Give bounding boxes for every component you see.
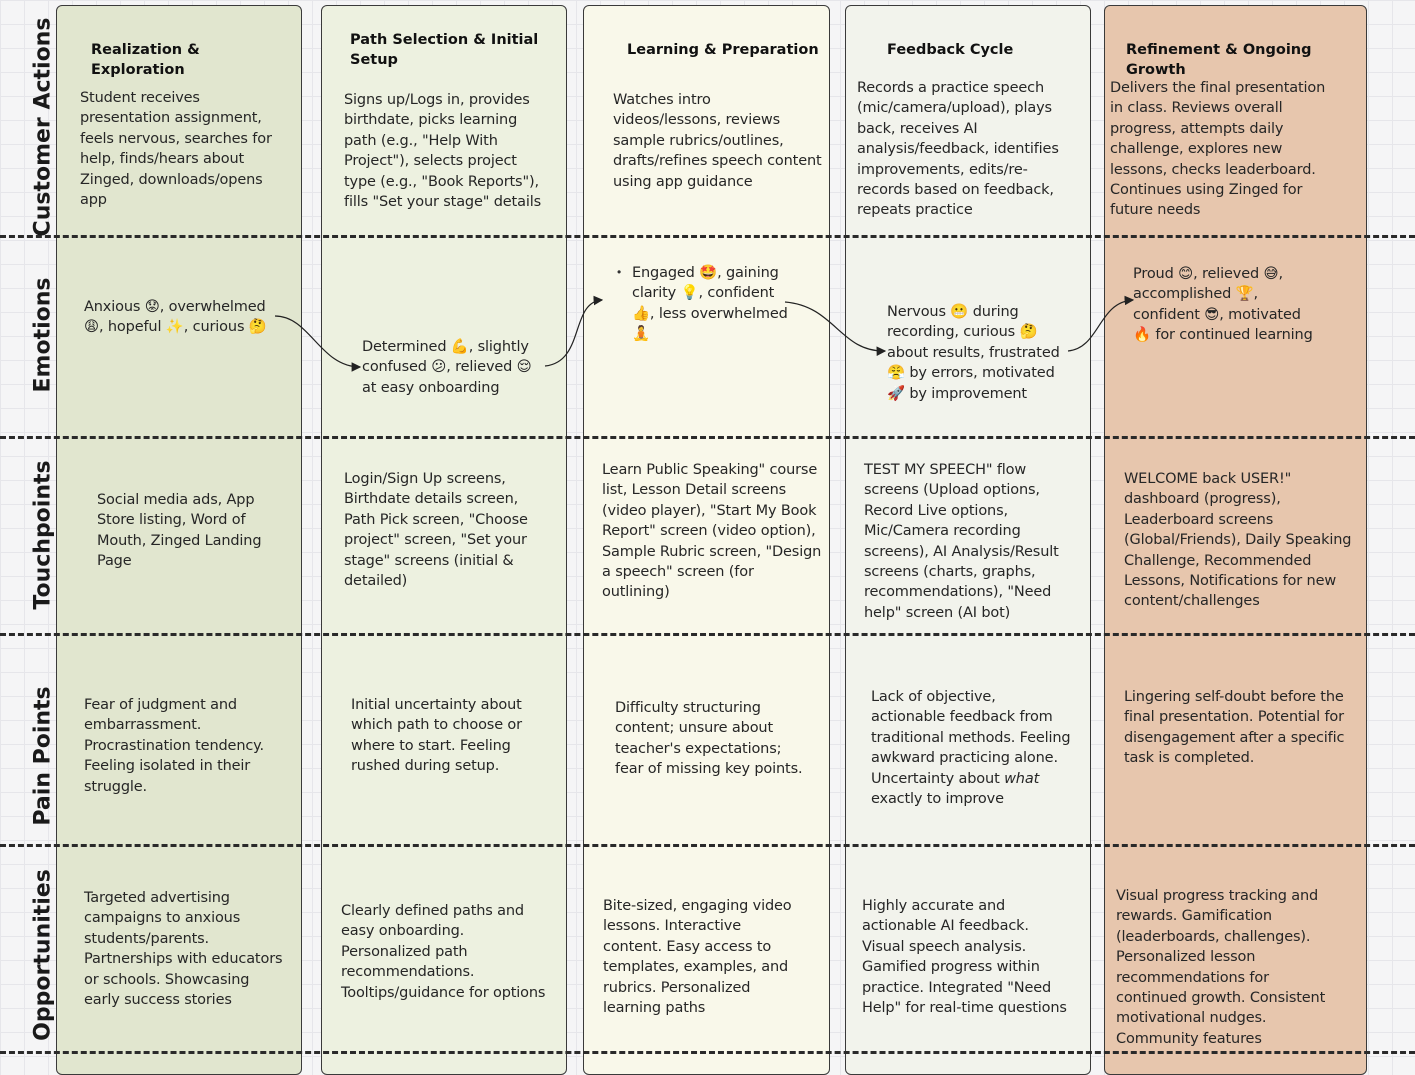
- row-divider: [0, 844, 1415, 847]
- touchpoint-text: TEST MY SPEECH" flow screens (Upload opt…: [864, 462, 1059, 621]
- customer-action-text: Records a practice speech (mic/camera/up…: [857, 80, 1059, 219]
- pain-point-text: Fear of judgment and embarrassment. Proc…: [84, 697, 265, 795]
- emotion-text: Determined 💪, slightly confused 😕, relie…: [362, 339, 532, 396]
- touchpoint-text: Learn Public Speaking" course list, Less…: [602, 462, 822, 601]
- emotion-text: Engaged 🤩, gaining clarity 💡, confident …: [632, 265, 788, 343]
- pain-point-text: Difficulty structuring content; unsure a…: [615, 700, 803, 778]
- opportunity-text: Targeted advertising campaigns to anxiou…: [84, 890, 283, 1009]
- row-divider: [0, 633, 1415, 636]
- opportunity-text: Clearly defined paths and easy onboardin…: [341, 903, 546, 1001]
- stage-column-1: [56, 5, 302, 1075]
- opportunity-text: Bite-sized, engaging video lessons. Inte…: [603, 898, 792, 1017]
- row-divider: [0, 436, 1415, 439]
- pain-point-emphasis: what: [1004, 770, 1040, 787]
- stage-title: Feedback Cycle: [887, 42, 1014, 58]
- pain-point-text: Lingering self-doubt before the final pr…: [1124, 689, 1345, 767]
- flow-arrow: [784, 301, 887, 356]
- stage-column-4: [845, 5, 1091, 1075]
- emotion-text: Anxious 😟, overwhelmed 😩, hopeful ✨, cur…: [84, 299, 267, 336]
- row-divider: [0, 235, 1415, 238]
- pain-point-text: Initial uncertainty about which path to …: [351, 697, 522, 775]
- touchpoint-text: WELCOME back USER!" dashboard (progress)…: [1124, 471, 1352, 610]
- flow-arrow: [274, 315, 362, 372]
- emotion-text: Proud 😊, relieved 😅, accomplished 🏆, con…: [1133, 266, 1313, 344]
- stage-column-2: [321, 5, 567, 1075]
- opportunity-text: Highly accurate and actionable AI feedba…: [862, 898, 1067, 1017]
- touchpoint-text: Login/Sign Up screens, Birthdate details…: [344, 471, 528, 590]
- stage-title: Realization & Exploration: [91, 42, 200, 78]
- pain-point-text-part: exactly to improve: [871, 791, 1004, 808]
- stage-title: Learning & Preparation: [627, 42, 819, 58]
- emotion-text: Nervous 😬 during recording, curious 🤔 ab…: [887, 304, 1060, 402]
- pain-point-text-part: Lack of objective, actionable feedback f…: [871, 689, 1071, 787]
- flow-arrow: [544, 295, 604, 367]
- customer-action-text: Signs up/Logs in, provides birthdate, pi…: [344, 92, 541, 211]
- customer-action-text: Delivers the final presentation in class…: [1110, 80, 1326, 219]
- customer-action-text: Watches intro videos/lessons, reviews sa…: [613, 92, 822, 190]
- stage-column-5: [1104, 5, 1367, 1075]
- pain-point-text: Lack of objective, actionable feedback f…: [871, 687, 1071, 809]
- bullet-marker: •: [617, 265, 622, 279]
- flow-arrow: [1067, 295, 1135, 352]
- stage-title: Refinement & Ongoing Growth: [1126, 42, 1312, 78]
- row-divider: [0, 1051, 1415, 1054]
- opportunity-text: Visual progress tracking and rewards. Ga…: [1116, 888, 1326, 1047]
- stage-title: Path Selection & Initial Setup: [350, 32, 539, 68]
- touchpoint-text: Social media ads, App Store listing, Wor…: [97, 492, 262, 570]
- customer-action-text: Student receives presentation assignment…: [80, 90, 272, 209]
